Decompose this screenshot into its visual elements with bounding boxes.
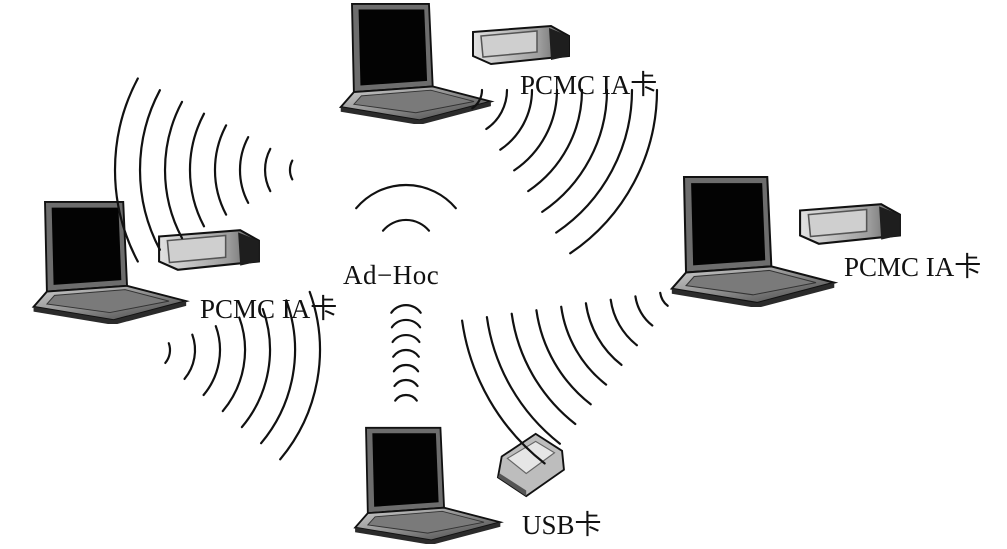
center-up-wave-2 [355,183,457,210]
card-label-left: PCMC IA卡 [200,294,338,324]
radio-waves [113,77,669,465]
pcmcia-card-left [158,229,260,271]
lower-right-wave-8 [485,316,561,445]
lower-right-wave-7 [510,312,577,426]
upper-left-wave-6 [163,100,184,240]
upper-right-wave-8 [569,88,659,255]
center-stack-wave-6 [393,378,419,388]
center-up-wave-1 [381,218,431,232]
lower-left-wave-2 [183,333,197,380]
upper-left-wave-5 [188,112,206,228]
laptop-bottom [354,426,502,544]
lower-left-wave-5 [240,307,272,429]
lower-right-wave-5 [560,305,608,386]
center-stack-wave-4 [392,348,420,358]
lower-left-wave-4 [221,316,247,413]
lower-right-wave-9 [461,319,546,465]
card-label-bottom: USB卡 [522,510,602,540]
lower-left-wave-6 [260,299,297,445]
pcmcia-card-top [471,24,571,66]
center-stack-wave-1 [390,303,422,314]
upper-left-wave-4 [213,124,228,216]
laptop-top [339,2,493,124]
upper-left-wave-8 [113,77,139,263]
lower-right-wave-4 [584,302,623,366]
upper-left-wave-2 [263,147,272,193]
upper-right-wave-3 [499,88,534,151]
center-stack-wave-7 [394,393,418,402]
laptop-right [670,175,836,307]
usb-card [496,432,565,498]
center-stack-wave-3 [391,333,421,344]
center-label: Ad−Hoc [343,260,440,290]
upper-right-wave-4 [513,88,559,172]
upper-right-wave-1 [471,88,484,110]
lower-left-wave-7 [279,290,322,461]
upper-left-wave-7 [138,89,161,251]
lower-right-wave-3 [609,298,638,347]
lower-right-wave-2 [634,295,654,327]
lower-left-wave-1 [164,342,172,364]
card-label-right: PCMC IA卡 [844,252,982,282]
upper-right-wave-6 [541,88,609,213]
pcmcia-card-right [799,203,901,245]
upper-left-wave-1 [288,159,294,181]
upper-left-wave-3 [238,136,250,204]
upper-right-wave-5 [527,88,584,193]
upper-right-wave-2 [485,88,509,131]
center-stack-wave-5 [392,364,420,373]
lower-right-wave-1 [659,291,669,307]
lower-left-wave-3 [202,325,222,397]
center-stack-wave-2 [390,318,422,329]
lower-right-wave-6 [535,309,592,406]
card-label-top: PCMC IA卡 [520,70,658,100]
upper-right-wave-7 [555,88,634,234]
